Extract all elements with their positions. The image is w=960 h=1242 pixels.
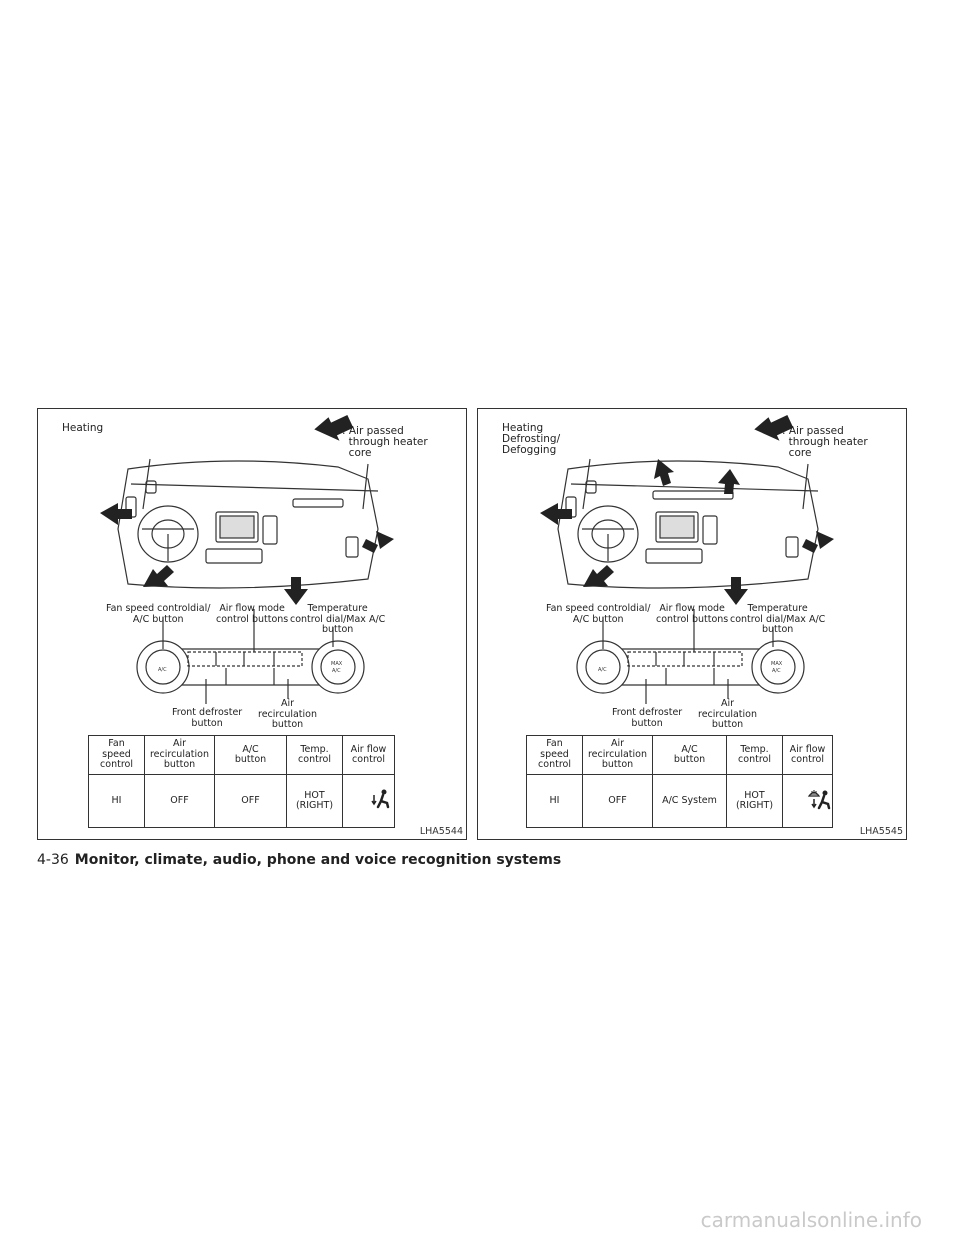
label-fan-speed: Fan speed controldial/ A/C button xyxy=(106,603,211,625)
legend-text: : Air passed through heater core xyxy=(782,425,868,459)
value-air-recirculation: OFF xyxy=(144,774,215,828)
header-air-flow: Air flow control xyxy=(342,735,395,775)
value-fan-speed: HI xyxy=(88,774,145,828)
header-temp: Temp. control xyxy=(726,735,783,775)
header-temp: Temp. control xyxy=(286,735,343,775)
panel-max-label: MAX xyxy=(771,661,783,667)
table-header-row: Fan speed control Air recirculation butt… xyxy=(526,735,833,775)
airflow-arrow-down-left-icon xyxy=(583,565,614,587)
value-air-recirculation: OFF xyxy=(582,774,653,828)
value-air-flow xyxy=(782,774,833,828)
header-air-flow: Air flow control xyxy=(782,735,833,775)
header-fan-speed: Fan speed control xyxy=(88,735,145,775)
airflow-arrow-right-icon xyxy=(802,531,834,553)
figure-heating-defrosting: A/C MAX A/C Heating Defrosting/ Defoggin… xyxy=(477,408,907,840)
label-air-flow-mode: Air flow mode control buttons xyxy=(216,603,289,625)
page-footer: 4-36 Monitor, climate, audio, phone and v… xyxy=(37,852,561,868)
defrost-arrow-up-right-icon xyxy=(718,469,740,494)
label-front-defroster: Front defroster button xyxy=(612,707,683,729)
figure-code: LHA5544 xyxy=(419,826,463,837)
settings-table: Fan speed control Air recirculation butt… xyxy=(88,735,395,828)
figure-heating: A/C MAX A/C Heating : Air passed through… xyxy=(37,408,467,840)
header-ac: A/C button xyxy=(652,735,727,775)
label-front-defroster: Front defroster button xyxy=(172,707,243,729)
header-air-recirculation: Air recirculation button xyxy=(582,735,653,775)
feet-airflow-icon xyxy=(370,789,389,809)
watermark: carmanualsonline.info xyxy=(700,1208,922,1232)
page-number: 4-36 xyxy=(37,852,69,868)
airflow-arrow-down-icon xyxy=(284,577,308,605)
header-fan-speed: Fan speed control xyxy=(526,735,583,775)
value-temp: HOT (RIGHT) xyxy=(286,774,343,828)
label-temperature: Temperature control dial/Max A/C button xyxy=(290,603,386,635)
panel-ac2-label: A/C xyxy=(772,668,781,674)
figure-code: LHA5545 xyxy=(859,826,903,837)
label-air-recirculation: Air recirculation button xyxy=(258,698,318,730)
label-air-flow-mode: Air flow mode control buttons xyxy=(656,603,729,625)
value-ac: A/C System xyxy=(652,774,727,828)
airflow-arrow-left-icon xyxy=(100,503,132,525)
label-air-recirculation: Air recirculation button xyxy=(698,698,758,730)
airflow-arrow-left-icon xyxy=(540,503,572,525)
figure-title: Heating xyxy=(62,422,104,434)
airflow-arrow-down-left-icon xyxy=(143,565,174,587)
table-header-row: Fan speed control Air recirculation butt… xyxy=(88,735,395,775)
value-air-flow xyxy=(342,774,395,828)
value-ac: OFF xyxy=(214,774,287,828)
label-fan-speed: Fan speed controldial/ A/C button xyxy=(546,603,651,625)
defrost-arrow-up-icon xyxy=(654,459,674,486)
panel-ac2-label: A/C xyxy=(332,668,341,674)
legend-arrow-icon xyxy=(314,415,354,441)
value-temp: HOT (RIGHT) xyxy=(726,774,783,828)
panel-ac-label: A/C xyxy=(598,667,607,673)
header-air-recirculation: Air recirculation button xyxy=(144,735,215,775)
label-temperature: Temperature control dial/Max A/C button xyxy=(730,603,826,635)
settings-table: Fan speed control Air recirculation butt… xyxy=(526,735,833,828)
legend-text: : Air passed through heater core xyxy=(342,425,428,459)
value-fan-speed: HI xyxy=(526,774,583,828)
table-row: HI OFF OFF HOT (RIGHT) xyxy=(88,774,395,828)
airflow-arrow-down-icon xyxy=(724,577,748,605)
legend-arrow-icon xyxy=(754,415,794,441)
section-title: Monitor, climate, audio, phone and voice… xyxy=(74,852,562,868)
table-row: HI OFF A/C System HOT (RIGHT) xyxy=(526,774,833,828)
header-ac: A/C button xyxy=(214,735,287,775)
dashboard-illustration: A/C MAX A/C xyxy=(540,415,834,704)
panel-max-label: MAX xyxy=(331,661,343,667)
dashboard-illustration: A/C MAX A/C xyxy=(100,415,394,704)
airflow-arrow-right-icon xyxy=(362,531,394,553)
defrost-feet-airflow-icon xyxy=(808,790,831,810)
panel-ac-label: A/C xyxy=(158,667,167,673)
figure-title: Heating Defrosting/ Defogging xyxy=(502,422,561,456)
